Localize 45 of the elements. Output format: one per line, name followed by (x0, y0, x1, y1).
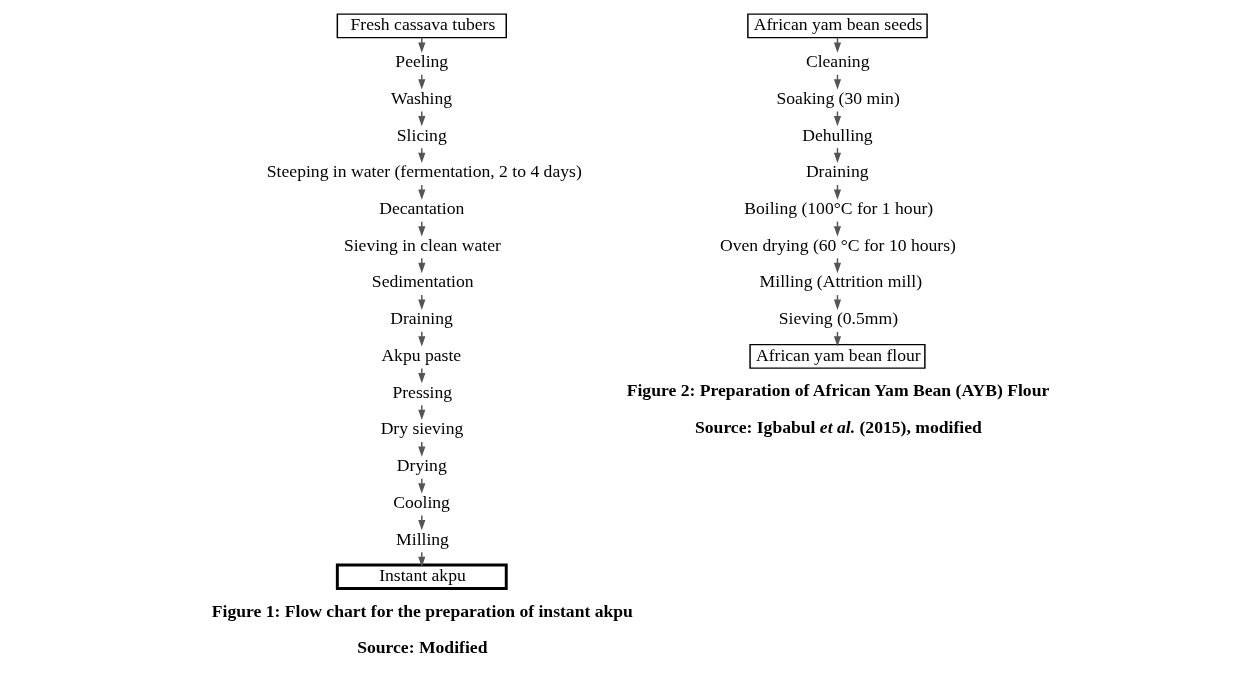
node-text: Sieving (0.5mm) (778, 308, 899, 329)
arrow (418, 514, 426, 531)
label: Figure 1: Flow chart for the preparation of instant akpu (211, 600, 633, 621)
arrow (418, 441, 426, 457)
node-text: Milling (Attrition mill) (759, 271, 923, 292)
arrow (418, 110, 426, 127)
node-box: African yam bean seeds (747, 13, 928, 39)
node-text: Drying (396, 455, 447, 476)
arrow (418, 331, 426, 347)
node-text: Dehulling (802, 124, 873, 145)
node-text: Pressing (392, 381, 453, 402)
node-text: Washing (390, 87, 453, 108)
node-text: Dry sieving (380, 418, 464, 439)
node-text: Milling (396, 528, 449, 549)
node-text: Akpu paste (381, 344, 462, 365)
label: Source: Igbabul et al. (2015), modified (695, 416, 982, 437)
node-text: Decantation (379, 198, 465, 219)
arrow (418, 367, 426, 384)
arrow (418, 404, 426, 421)
arrow (418, 477, 426, 494)
arrow (418, 257, 426, 274)
node-text: Soaking (30 min) (776, 87, 900, 108)
node-text: Peeling (395, 51, 449, 72)
arrow (418, 220, 426, 237)
node-box: Instant akpu (335, 563, 508, 590)
node-text: Draining (805, 161, 869, 182)
arrow (418, 551, 426, 567)
node-text: Slicing (396, 124, 447, 145)
label: Source: Modified (357, 637, 488, 658)
label: Figure 2: Preparation of African Yam Bean (AYB) Flour (626, 380, 1050, 401)
node-box: Fresh cassava tubers (336, 13, 507, 39)
node-text: Steeping in water (fermentation, 2 to 4 days) (266, 161, 582, 182)
node-box: African yam bean flour (749, 343, 926, 369)
arrow (418, 74, 426, 90)
node-text: Cooling (393, 491, 450, 512)
node-text: Boiling (100°C for 1 hour) (744, 198, 934, 219)
node-text: Draining (390, 308, 453, 329)
arrow (418, 147, 426, 163)
node-text: Oven drying (60 °C for 10 hours) (719, 234, 956, 255)
node-text: Sieving in clean water (343, 234, 501, 255)
arrow (418, 184, 426, 200)
arrow (418, 294, 426, 310)
arrow (418, 37, 426, 53)
node-text: Sedimentation (371, 271, 474, 292)
node-text: Cleaning (805, 51, 870, 72)
